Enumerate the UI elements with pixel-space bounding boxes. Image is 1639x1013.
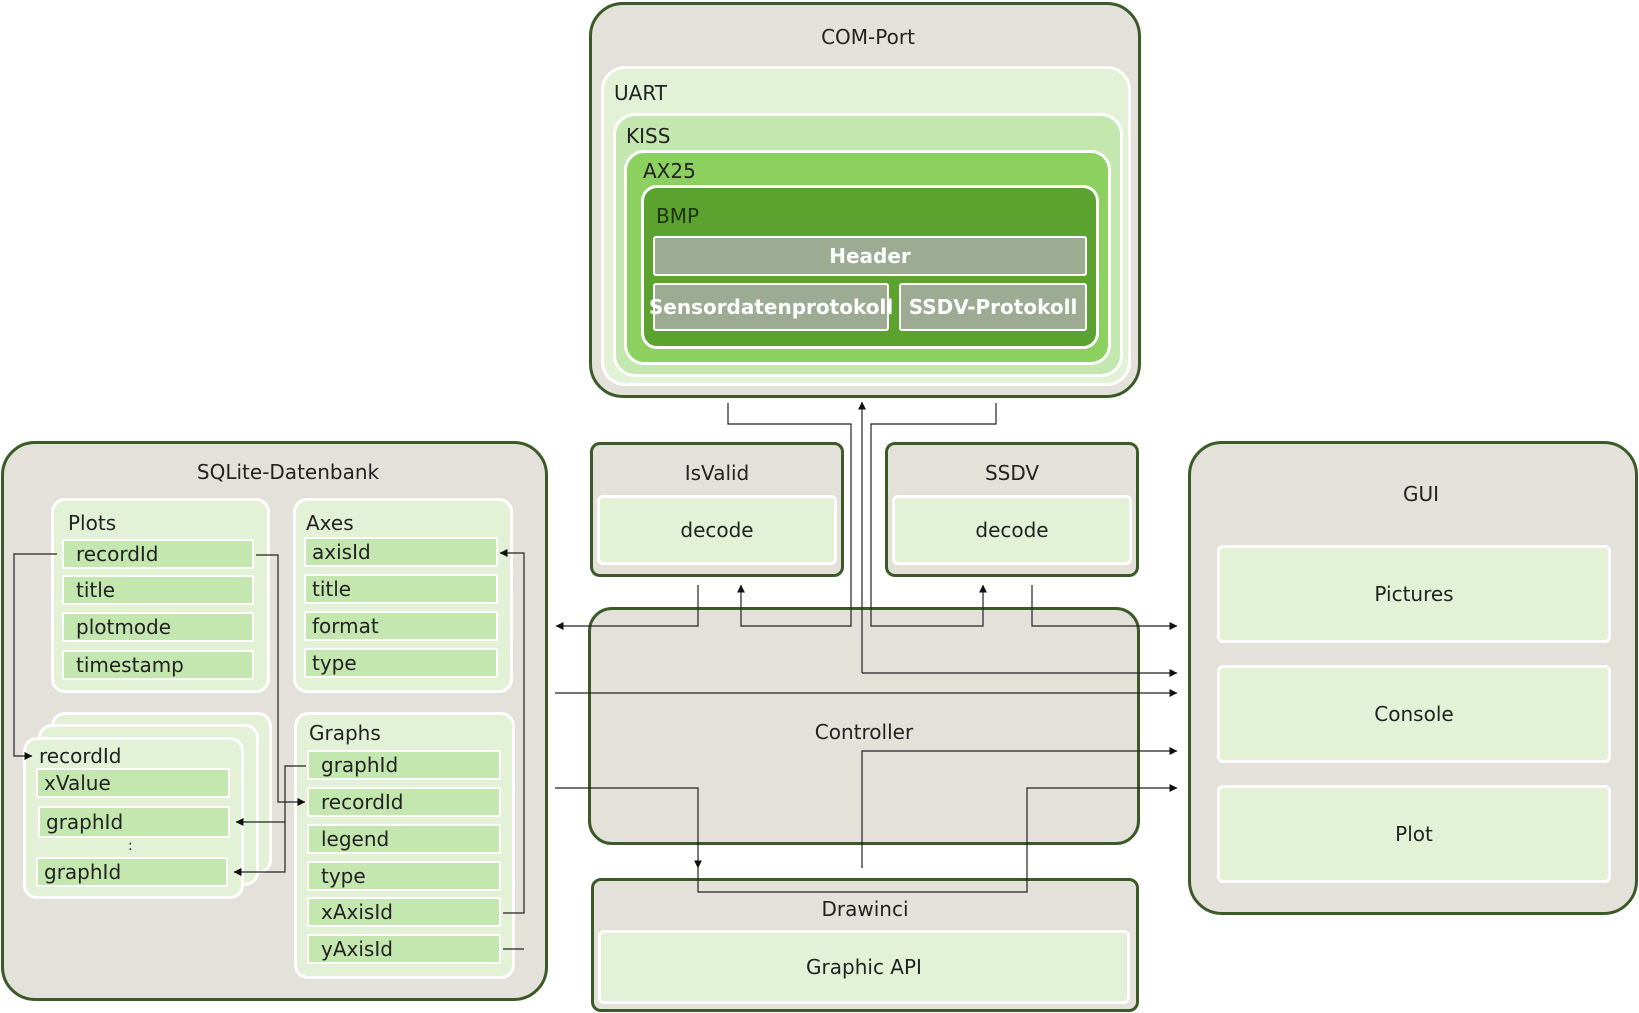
axes-table-title: Axes: [306, 511, 354, 535]
plots-field-timestamp: timestamp: [62, 650, 254, 680]
axes-field-format: format: [304, 611, 498, 641]
graphs-field-graphid: graphId: [307, 750, 501, 780]
records-table-title: recordId: [39, 744, 122, 768]
axes-field-type: type: [304, 648, 498, 678]
sensordatenprotokoll-block: Sensordatenprotokoll: [649, 283, 893, 331]
axes-field-axisid: axisId: [304, 537, 498, 567]
ssdv-protokoll-block: SSDV-Protokoll: [899, 283, 1087, 331]
header-block: Header: [653, 236, 1087, 276]
graphs-field-legend: legend: [307, 824, 501, 854]
uart-label: UART: [614, 81, 667, 105]
plots-table-title: Plots: [68, 511, 117, 535]
gui-pictures: Pictures: [1217, 545, 1611, 643]
axes-field-title: title: [304, 574, 498, 604]
sqlite-title: SQLite-Datenbank: [196, 460, 380, 484]
rel-graphs-to-records-1: [235, 765, 306, 826]
wire-drawinci-to-gui-bottom: [697, 784, 1178, 893]
records-field-xvalue: xValue: [36, 768, 230, 798]
plots-field-plotmode: plotmode: [62, 612, 254, 642]
records-ellipsis: :: [128, 838, 133, 854]
com-port-title: COM-Port: [821, 25, 915, 49]
rel-xaxis-to-axes: [499, 549, 525, 914]
rel-plots-to-graphs: [256, 554, 306, 806]
gui-console: Console: [1217, 665, 1611, 763]
ssdv-title: SSDV: [984, 461, 1040, 485]
isvalid-title: IsValid: [684, 461, 750, 485]
graphs-table-title: Graphs: [309, 721, 381, 745]
controller-title: Controller: [814, 720, 914, 744]
wire-com-to-ssdv: [870, 403, 997, 627]
graphs-field-recordid: recordId: [307, 787, 501, 817]
wire-isvalid-to-db: [555, 585, 699, 630]
controller-box: Controller: [588, 607, 1140, 845]
records-field-graphid: graphId: [38, 806, 230, 838]
gui-plot: Plot: [1217, 785, 1611, 883]
plots-field-recordid: recordId: [62, 539, 254, 569]
rel-plots-to-records: [13, 553, 57, 760]
ssdv-decode: decode: [892, 495, 1132, 565]
plots-field-title: title: [62, 575, 254, 605]
graphic-api-block: Graphic API: [598, 930, 1130, 1004]
drawinci-title: Drawinci: [821, 897, 909, 921]
rel-graphs-to-records-2: [233, 822, 286, 876]
kiss-label: KISS: [626, 124, 671, 148]
gui-title: GUI: [1402, 482, 1440, 506]
bmp-label: BMP: [656, 204, 700, 228]
graphs-field-yaxisid: yAxisId: [307, 934, 501, 964]
graphs-field-type: type: [307, 861, 501, 891]
wire-ssdv-to-gui: [1031, 585, 1178, 630]
graphs-field-xaxisid: xAxisId: [307, 897, 501, 927]
wire-com-to-isvalid: [727, 403, 852, 627]
records-field-graphid-last: graphId: [36, 857, 228, 887]
isvalid-decode: decode: [597, 495, 837, 565]
wire-db-to-drawinci: [555, 787, 702, 869]
wire-drawinci-to-gui-top: [861, 747, 1178, 868]
ax25-label: AX25: [643, 159, 696, 183]
